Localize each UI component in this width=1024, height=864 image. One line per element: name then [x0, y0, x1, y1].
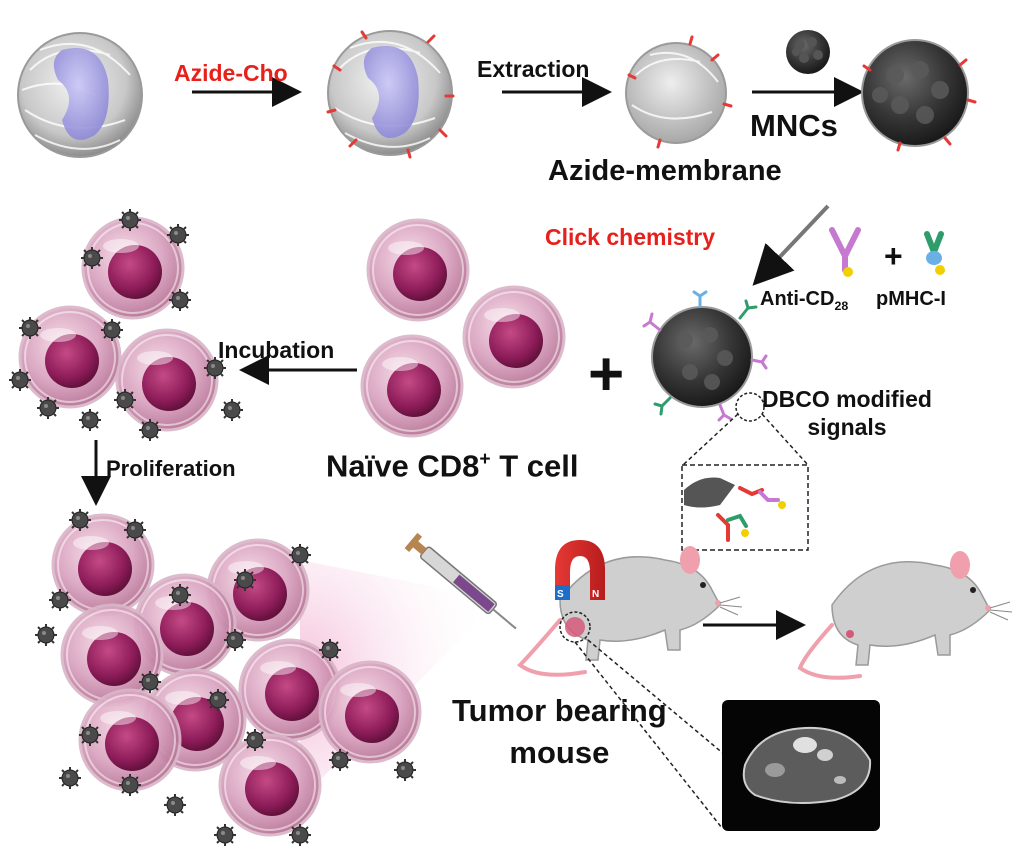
naive-superscript: +	[479, 449, 491, 470]
incubation-label: Incubation	[218, 337, 335, 363]
anti-cd28-antibody-icon	[829, 227, 861, 277]
mncs-label: MNCs	[750, 108, 838, 143]
plus-sign-small: +	[884, 238, 903, 274]
naive-text: Naïve CD8	[326, 448, 480, 484]
plus-sign-large: +	[588, 340, 624, 409]
tumor-mouse-label: Tumor bearing mouse	[452, 690, 667, 774]
azide-labeled-cell	[326, 30, 455, 159]
mri-scan-image	[722, 700, 880, 831]
extraction-label: Extraction	[477, 56, 590, 82]
arrow-click-chemistry	[752, 204, 830, 286]
mri-guide-line-1	[587, 639, 726, 756]
tumor-bearing-mouse	[516, 546, 743, 677]
naive-suffix: T cell	[490, 448, 579, 484]
activated-t-cell-group	[8, 208, 244, 442]
anti-cd28-text: Anti-CD	[760, 288, 835, 310]
pmhc-i-icon	[924, 231, 945, 275]
tumor-label-line1: Tumor bearing	[452, 693, 667, 728]
zoom-guide-left	[682, 413, 739, 466]
treated-mouse	[797, 551, 1013, 680]
zoom-inset-box	[681, 464, 809, 551]
pmhc-label: pMHC-I	[876, 288, 946, 310]
azide-membrane-label: Azide-membrane	[548, 155, 782, 187]
naive-t-cell-group	[360, 218, 566, 438]
tumor-label-line2: mouse	[509, 734, 610, 770]
dbco-label-line1: DBCO modified	[762, 386, 932, 412]
magnet-s-label: S	[557, 589, 564, 600]
syringe	[404, 532, 517, 630]
azide-membrane-vesicle	[625, 35, 733, 149]
original-cell	[17, 32, 143, 158]
mncs-cluster	[786, 30, 830, 74]
magnet-icon: S N	[555, 540, 605, 600]
proliferation-label: Proliferation	[106, 456, 236, 481]
anti-cd28-label: Anti-CD28	[760, 289, 848, 312]
anti-cd28-subscript: 28	[834, 299, 849, 313]
dbco-label-line2: signals	[807, 413, 887, 440]
zoom-guide-right	[761, 413, 809, 466]
azide-cho-label: Azide-Cho	[174, 60, 288, 86]
mri-guide-line-2	[574, 641, 723, 829]
membrane-coated-mncs	[861, 39, 977, 152]
expanded-t-cell-cluster	[34, 508, 422, 847]
magnet-n-label: N	[592, 589, 599, 600]
click-chemistry-label: Click chemistry	[545, 224, 716, 250]
naive-t-cell-label: Naïve CD8+ T cell	[326, 450, 578, 481]
dbco-label: DBCO modified signals	[762, 386, 932, 441]
zoom-circle	[735, 392, 765, 422]
signal-decorated-mncs	[642, 290, 768, 422]
